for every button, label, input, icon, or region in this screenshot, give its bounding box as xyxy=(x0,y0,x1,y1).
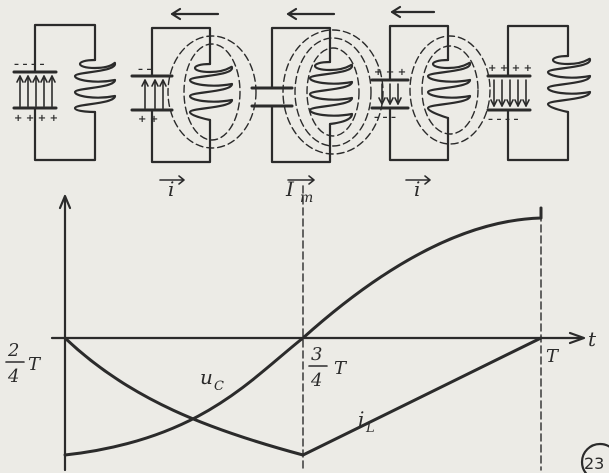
curve-il-subscript: L xyxy=(365,421,375,436)
current-mid-vector-arrow xyxy=(287,175,315,185)
curve-uc-label: u C xyxy=(200,365,224,394)
circuit-2-field-loop-outer xyxy=(167,35,257,149)
circuit-3-direction-arrow xyxy=(286,7,336,21)
circuit-2: – – + + xyxy=(130,7,257,164)
circuit-3-field-loop-1 xyxy=(306,47,360,137)
time-axis-arrowhead xyxy=(568,331,586,345)
circuit-1-field-arrows xyxy=(16,75,56,107)
circuit-5-field-arrows xyxy=(490,79,530,107)
page-number-badge: 23 xyxy=(580,442,609,473)
circuit-4: + + + – – – xyxy=(370,5,491,162)
circuit-2-field-arrows xyxy=(141,79,167,109)
circuit-1: – – – – + + + + xyxy=(12,23,117,162)
circuit-3-wire xyxy=(270,26,332,164)
circuit-5-bottom-sign: – – – – xyxy=(488,114,518,125)
circuit-5: + + + + – – – – xyxy=(486,24,592,162)
current-label-left: i xyxy=(159,175,185,201)
tick-mid-numerator: 3 xyxy=(311,344,322,365)
tick-mid-denominator: 4 xyxy=(310,370,322,391)
circuit-3-coil xyxy=(308,60,354,126)
circuit-3-field-loop-2 xyxy=(294,37,372,147)
tick-start-period: T xyxy=(28,354,42,375)
circuit-4-direction-arrow xyxy=(390,5,436,19)
tick-start-numerator: 2 xyxy=(7,340,19,361)
circuit-2-top-sign: – – xyxy=(138,64,151,75)
vertical-axis-arrowhead xyxy=(58,194,72,210)
circuit-5-wire xyxy=(506,24,570,162)
current-label-mid: I m xyxy=(285,175,315,206)
current-mid-symbol: I xyxy=(285,177,295,201)
tick-mid-period: T xyxy=(334,358,348,379)
circuit-2-coil xyxy=(188,62,234,122)
current-right-symbol: i xyxy=(414,177,420,201)
time-graph: t 2 4 T 3 4 T T u C i L xyxy=(5,185,597,472)
curve-il-label: i L xyxy=(358,407,375,436)
tick-label-mid: 3 4 T xyxy=(308,344,348,391)
circuit-2-direction-arrow xyxy=(170,7,220,21)
circuit-1-bottom-sign: + + + + xyxy=(14,113,58,124)
circuit-4-wire xyxy=(388,24,450,162)
circuit-5-coil xyxy=(546,54,592,114)
circuit-1-wire xyxy=(33,23,97,162)
circuit-5-top-sign: + + + + xyxy=(488,63,532,74)
current-label-right: i xyxy=(405,175,431,201)
circuit-3-field-loop-3 xyxy=(282,29,384,155)
circuit-4-top-sign: + + + xyxy=(374,67,406,78)
current-left-symbol: i xyxy=(168,177,174,201)
circuit-1-top-sign: – – – – xyxy=(14,59,44,70)
circuit-2-field-loop-inner xyxy=(183,43,241,141)
current-right-vector-arrow xyxy=(405,175,431,185)
curve-il-path xyxy=(63,336,543,457)
current-mid-subscript: m xyxy=(300,190,313,206)
curve-uc-path xyxy=(63,206,543,457)
time-axis-label: t xyxy=(588,327,597,351)
current-left-vector-arrow xyxy=(159,175,185,185)
tick-end-period: T xyxy=(546,346,560,367)
circuit-1-coil xyxy=(73,58,117,114)
page-number-circle xyxy=(580,442,609,473)
circuit-4-field-arrows xyxy=(378,83,402,105)
circuit-4-field-loop-inner xyxy=(421,45,479,135)
page-number-text: 23 xyxy=(584,454,604,473)
circuit-2-bottom-sign: + + xyxy=(138,114,158,125)
curve-uc-subscript: C xyxy=(214,379,224,394)
tick-start-denominator: 4 xyxy=(7,366,19,387)
circuit-3 xyxy=(250,7,384,164)
curve-uc-symbol: u xyxy=(200,365,213,389)
circuit-4-bottom-sign: – – – xyxy=(374,112,396,123)
circuit-4-coil xyxy=(426,58,472,120)
circuit-2-wire xyxy=(150,26,212,164)
circuit-4-field-loop-outer xyxy=(409,35,491,145)
curve-il-symbol: i xyxy=(358,407,364,431)
tick-label-start: 2 4 T xyxy=(5,340,42,387)
